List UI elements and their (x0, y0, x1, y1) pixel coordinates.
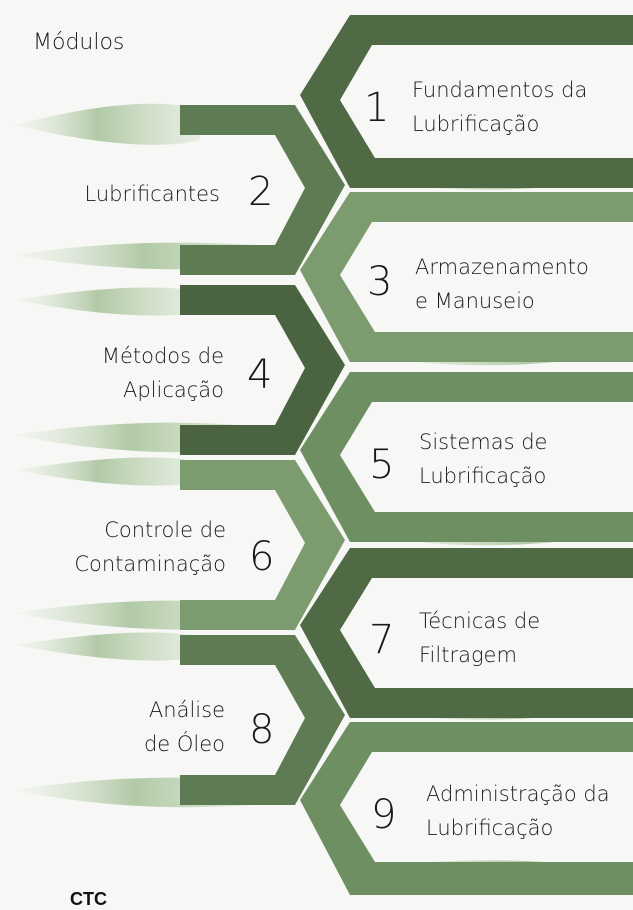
hex-frame-4 (180, 285, 345, 455)
module-6-line2: Contaminação (74, 552, 226, 576)
module-9-number: 9 (371, 792, 397, 838)
module-6-label: Controle de Contaminação (20, 513, 226, 581)
module-1-label: Fundamentos da Lubrificação (412, 73, 587, 141)
module-4-line1: Métodos de (101, 344, 224, 368)
module-3-label: Armazenamento e Manuseio (415, 250, 589, 318)
module-7-line1: Técnicas de (419, 609, 541, 633)
module-3-line2: e Manuseio (415, 289, 535, 313)
module-6-line1: Controle de (104, 518, 226, 542)
footer-logo-text: CTC (70, 889, 107, 909)
hex-frame-1 (300, 15, 633, 188)
module-8-number: 8 (249, 707, 275, 753)
hex-frame-7 (300, 548, 633, 718)
module-1-line1: Fundamentos da (412, 78, 588, 102)
band-left-5 (15, 457, 200, 486)
module-9-line2: Lubrificação (426, 816, 554, 840)
module-2-label: Lubrificantes (40, 177, 221, 211)
hex-frame-6 (180, 460, 345, 630)
hex-frame-5 (300, 372, 633, 542)
band-left-7 (15, 632, 200, 661)
module-8-label: Análise de Óleo (40, 693, 225, 761)
module-5-label: Sistemas de Lubrificação (419, 425, 547, 493)
module-7-line2: Filtragem (419, 643, 517, 667)
module-7-label: Técnicas de Filtragem (419, 604, 540, 672)
module-3-line1: Armazenamento (415, 255, 589, 279)
module-3-number: 3 (367, 259, 393, 305)
hex-frame-9 (300, 722, 633, 895)
module-4-line2: Aplicação (122, 378, 224, 402)
module-7-number: 7 (369, 617, 395, 663)
hex-frame-3 (300, 192, 633, 362)
module-8-line1: Análise (148, 698, 225, 722)
band-left-1 (15, 103, 200, 145)
hex-frame-8 (180, 635, 345, 805)
hex-frame-2 (180, 105, 345, 275)
module-1-line2: Lubrificação (412, 112, 540, 136)
module-2-number: 2 (248, 169, 274, 215)
band-left-3 (15, 287, 200, 316)
module-5-number: 5 (369, 442, 395, 488)
module-9-line1: Administração da (426, 782, 610, 806)
module-5-line1: Sistemas de (419, 430, 548, 454)
module-9-label: Administração da Lubrificação (426, 777, 610, 845)
module-5-line2: Lubrificação (419, 464, 547, 488)
module-1-number: 1 (364, 85, 390, 131)
module-6-number: 6 (249, 534, 275, 580)
module-4-number: 4 (247, 352, 273, 398)
module-4-label: Métodos de Aplicação (40, 339, 224, 407)
page-title: Módulos (33, 30, 125, 55)
module-8-line2: de Óleo (143, 732, 225, 756)
module-2-line1: Lubrificantes (84, 182, 221, 206)
